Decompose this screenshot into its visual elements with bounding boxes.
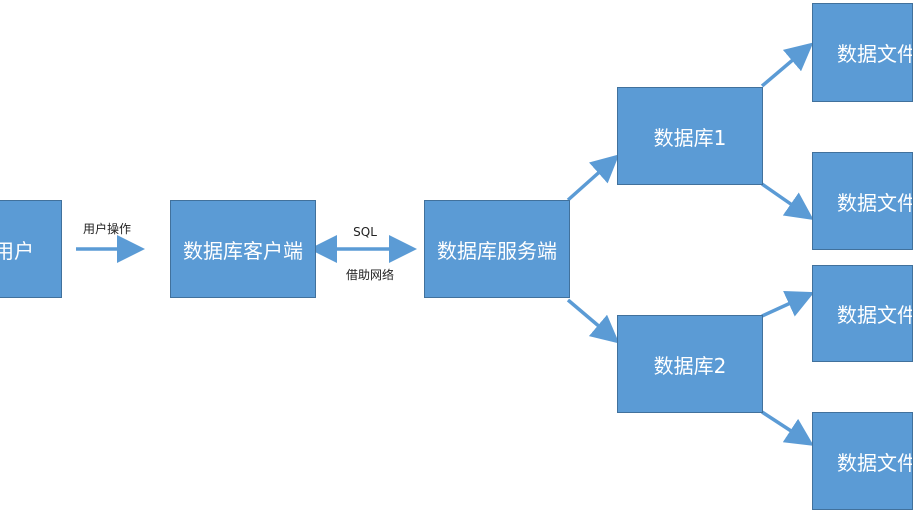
node-data-file-2: 数据文件 (812, 152, 913, 250)
arrow-db2-to-file3 (761, 290, 815, 318)
arrow-db2-to-file4 (761, 410, 814, 446)
node-database-1: 数据库1 (617, 87, 763, 185)
node-database-server: 数据库服务端 (424, 200, 570, 298)
node-data-file-1: 数据文件 (812, 3, 913, 102)
node-data-file-4: 数据文件 (812, 412, 913, 510)
arrow-server-to-db2 (566, 298, 620, 344)
node-database-client: 数据库客户端 (170, 200, 316, 298)
node-data-file-3: 数据文件 (812, 265, 913, 362)
label-via-network: 借助网络 (345, 268, 394, 282)
node-database-2: 数据库2 (617, 315, 763, 413)
arrow-db1-to-file1 (760, 42, 814, 88)
label-sql: SQL (353, 225, 377, 239)
label-user-operation: 用户操作 (82, 222, 131, 236)
node-user: 用户 (0, 200, 62, 298)
arrow-db1-to-file2 (761, 182, 814, 220)
arrow-server-to-db1 (566, 154, 620, 202)
